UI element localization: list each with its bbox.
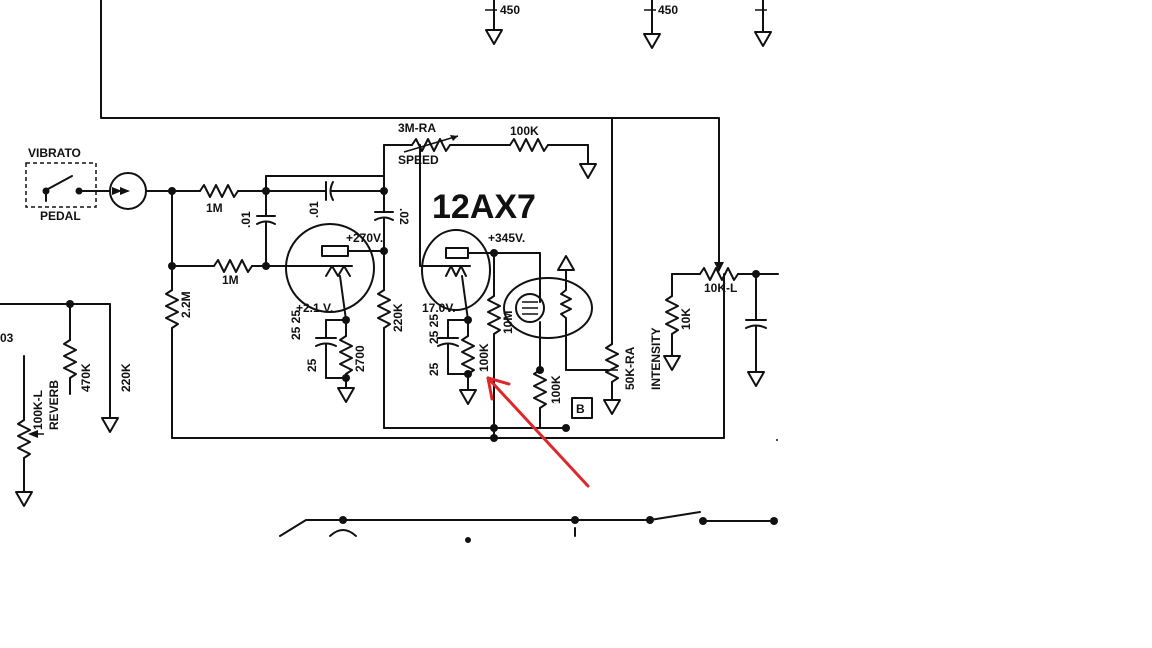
top-supply-section: 450 450: [100, 0, 772, 271]
cap-01-b-label: .01: [307, 201, 321, 218]
plate-270v-label: +270V.: [346, 231, 383, 245]
cap-25-left-b-label: 25: [427, 362, 441, 376]
tube-type-label: 12AX7: [432, 188, 536, 226]
bottom-bus: [171, 424, 725, 442]
cap-25-25-label: 25 25: [289, 310, 303, 340]
resistor-2-2m-label: 2.2M: [179, 291, 193, 318]
pot-100k-l-label: 100K-L: [31, 390, 45, 430]
cap-450-label-b: 450: [658, 3, 678, 17]
resistor-470k-label: 470K: [79, 363, 93, 392]
resistor-10k-label: 10K: [679, 308, 693, 330]
resistor-220k-mid-label: 220K: [391, 303, 405, 332]
resistor-100k-cathode-label: 100K: [477, 343, 491, 372]
resistor-1m-b-label: 1M: [222, 273, 239, 287]
resistor-100k-top-label: 100K: [510, 124, 539, 138]
cap-25-25-b-label: 25 25: [427, 314, 441, 344]
cap-450-label-a: 450: [500, 3, 520, 17]
input-network: 1M 1M 2.2M .01 .01: [165, 175, 385, 439]
intensity-label: INTENSITY: [649, 327, 663, 390]
speed-label: SPEED: [398, 153, 439, 167]
red-annotation-arrow: [486, 376, 590, 488]
vibrato-label: VIBRATO: [28, 146, 81, 160]
intensity-control: 50K-RA INTENSITY 10K 10K-L: [603, 117, 779, 441]
pot-50k-ra-label: 50K-RA: [623, 346, 637, 390]
pot-3m-ra-label: 3M-RA: [398, 121, 436, 135]
resistor-1m-a-label: 1M: [206, 201, 223, 215]
box-b-label: B: [576, 402, 585, 416]
cap-02-label: .02: [397, 208, 411, 225]
lower-wiring: [279, 511, 778, 543]
vibrato-pedal: VIBRATO PEDAL: [25, 146, 173, 223]
speed-control: 3M-RA SPEED 100K: [383, 121, 597, 179]
cathode-2-1v-label: +2.1 V.: [296, 301, 333, 315]
reverb-label: REVERB: [47, 380, 61, 430]
resistor-220k-left-label: 220K: [119, 363, 133, 392]
pedal-label: PEDAL: [40, 209, 81, 223]
cathode-17v-label: 17.0V.: [422, 301, 456, 315]
fragment-03-label: 03: [0, 331, 14, 345]
plate-345v-label: +345V.: [488, 231, 525, 245]
reverb-section: 03 100K-L REVERB 470K 220K: [0, 300, 133, 507]
resistor-100k-plate-label: 100K: [549, 375, 563, 404]
cap-01-a-label: .01: [239, 211, 253, 228]
pot-10k-l-label: 10K-L: [704, 281, 737, 295]
cap-25-left-label: 25: [305, 358, 319, 372]
photocell-lamp: 100K B: [503, 255, 609, 429]
resistor-2700-label: 2700: [353, 345, 367, 372]
triode-1: +270V. +2.1 V. .02 220K 2700 25 25 25: [285, 144, 411, 429]
